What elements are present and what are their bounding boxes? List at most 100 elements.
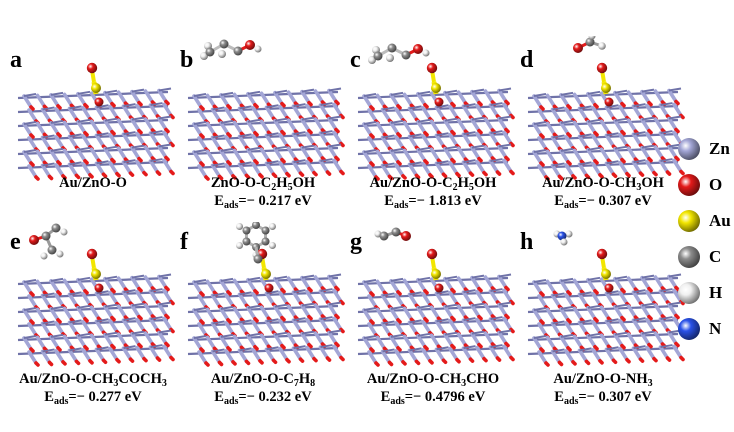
energy-symbol: E <box>384 193 394 210</box>
structure-model <box>187 39 345 181</box>
c-atom <box>242 237 251 246</box>
legend-item-zn: Zn <box>676 136 734 162</box>
o-atom <box>86 248 98 260</box>
structure-model <box>357 43 515 181</box>
structure-model <box>527 230 685 367</box>
legend-label: N <box>709 319 722 338</box>
species-label: ZnO-O-C2H5OH <box>178 174 348 193</box>
zno-slab <box>357 273 515 367</box>
c-atom <box>379 231 389 241</box>
structure-model <box>187 222 345 367</box>
energy-symbol: E <box>214 193 224 210</box>
formula-subscript: 8 <box>310 378 316 389</box>
legend-swatch <box>678 246 700 268</box>
panel-letter: b <box>180 47 194 73</box>
au-atom <box>431 269 441 279</box>
c-atom <box>253 254 263 264</box>
formula-subscript: 3 <box>113 378 119 389</box>
formula-text: COCH <box>118 371 162 387</box>
c-atom <box>242 226 251 235</box>
species-label: Au/ZnO-O-NH3 <box>518 370 688 389</box>
energy-equals: = <box>68 389 77 406</box>
formula-text: Au/ZnO-O-CH <box>366 371 462 387</box>
adsorption-energy: Eads=− 0.277 eV <box>8 388 178 407</box>
energy-symbol: E <box>214 389 224 406</box>
c-atom <box>252 222 260 229</box>
energy-subscript: ads <box>390 396 405 408</box>
adsorbate-molecule <box>374 227 411 241</box>
panel-letter: e <box>10 229 21 255</box>
legend-label: O <box>709 175 723 194</box>
energy-symbol: E <box>554 193 564 210</box>
n-atom <box>557 231 567 241</box>
au-atom <box>91 83 101 93</box>
legend-label: H <box>709 283 723 302</box>
adsorption-energy: Eads=− 0.4796 eV <box>348 388 518 408</box>
structure-model <box>357 227 515 367</box>
c-atom <box>387 43 397 53</box>
legend-label: Au <box>709 211 731 230</box>
formula-text: Au/ZnO-O-CH <box>542 175 637 191</box>
energy-value: − 0.217 eV <box>246 193 312 210</box>
species-label: Au/ZnO-O-C7H8 <box>178 370 348 389</box>
zno-slab <box>527 273 685 367</box>
energy-equals: = <box>238 193 247 210</box>
adsorption-energy: Eads=− 0.232 eV <box>178 388 348 407</box>
au-o-site <box>596 248 614 293</box>
panel-letter: a <box>10 47 22 73</box>
h-atom <box>40 252 48 260</box>
au-o-site <box>256 248 274 293</box>
structure-model <box>17 223 175 367</box>
formula-subscript: 7 <box>293 378 299 389</box>
o-atom <box>426 62 438 74</box>
c-atom <box>205 47 215 57</box>
formula-text: OH <box>292 175 316 191</box>
species-label: Au/ZnO-O-CH3CHO <box>348 370 518 389</box>
energy-subscript: ads <box>563 396 579 408</box>
energy-value: − 0.277 eV <box>76 389 142 406</box>
legend-item-h: H <box>676 280 734 306</box>
adsorbate-molecule <box>236 222 276 264</box>
energy-subscript: ads <box>563 200 579 212</box>
energy-value: − 0.307 eV <box>586 193 652 210</box>
zno-slab <box>357 87 515 181</box>
formula-text: H <box>276 175 288 191</box>
energy-subscript: ads <box>393 200 409 212</box>
au-atom <box>601 269 611 279</box>
h-atom <box>588 36 596 40</box>
formula-subscript: 3 <box>461 378 467 389</box>
o-atom <box>596 248 608 260</box>
energy-equals: = <box>578 193 587 210</box>
formula-subscript: 3 <box>636 182 642 193</box>
adsorbate-molecule <box>368 43 430 64</box>
formula-text: Au/ZnO-O-CH <box>19 371 114 387</box>
au-o-site <box>86 62 104 107</box>
o-atom <box>434 97 444 107</box>
species-label: Au/ZnO-O-CH3OH <box>518 174 688 193</box>
adsorbate-molecule <box>200 39 262 60</box>
h-atom <box>254 45 262 53</box>
species-label: Au/ZnO-O-CH3COCH3 <box>8 370 178 389</box>
adsorbate-molecule <box>573 36 606 53</box>
panel-letter: c <box>350 47 361 73</box>
c-atom <box>47 245 57 255</box>
au-o-site <box>426 62 444 107</box>
au-o-site <box>426 248 444 293</box>
o-atom <box>245 40 255 50</box>
h-atom <box>218 50 226 58</box>
zno-slab <box>187 273 345 367</box>
energy-equals: = <box>408 193 417 210</box>
o-atom <box>604 97 614 107</box>
zno-slab <box>17 87 175 181</box>
c-atom <box>233 46 243 56</box>
c-atom <box>51 223 61 233</box>
h-atom <box>60 228 68 236</box>
